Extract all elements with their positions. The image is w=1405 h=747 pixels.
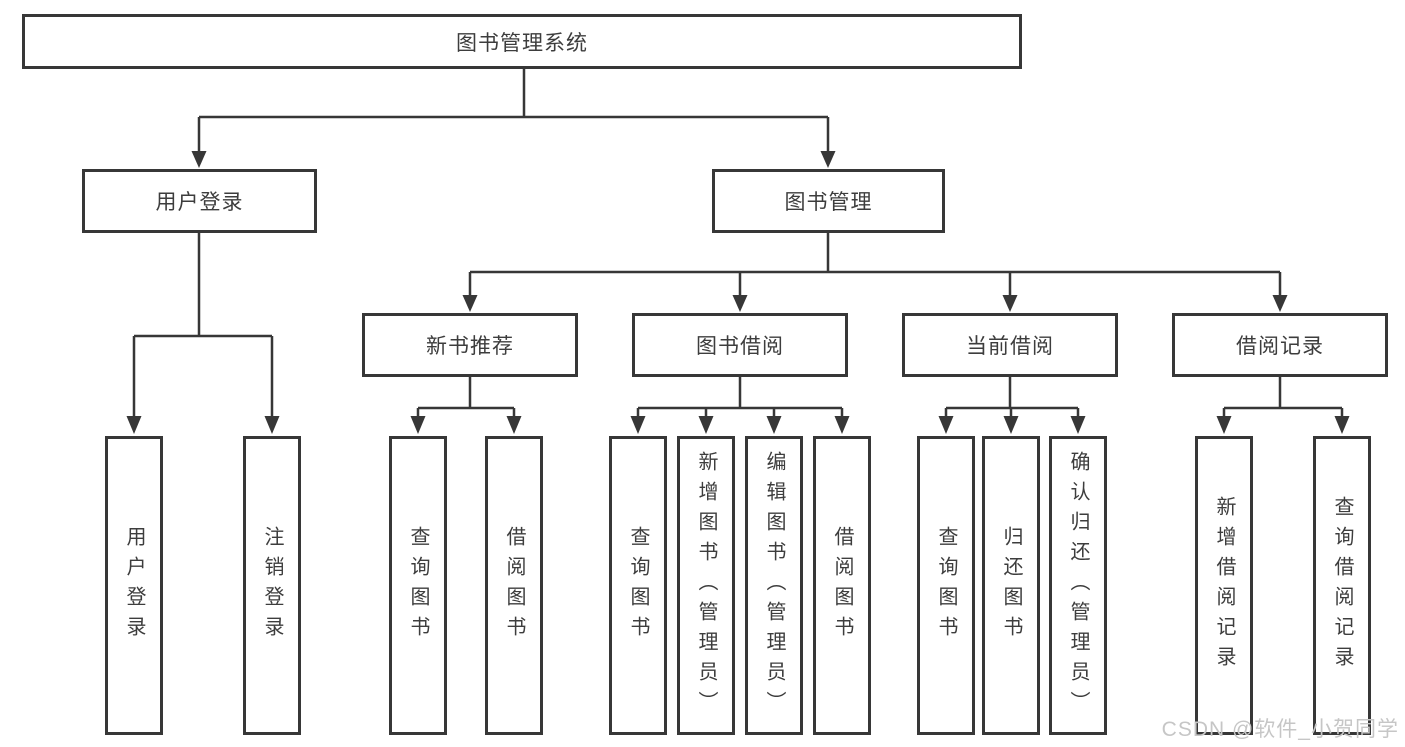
node-new-book-rec: 新书推荐 xyxy=(362,313,578,377)
leaf-bb-query-books-label: 查询图书 xyxy=(627,525,649,646)
node-user-login: 用户登录 xyxy=(82,169,317,233)
leaf-user-login-label: 用户登录 xyxy=(123,525,145,646)
leaf-nb-query-books: 查询图书 xyxy=(389,436,447,735)
node-root: 图书管理系统 xyxy=(22,14,1022,69)
leaf-nb-borrow-books-label: 借阅图书 xyxy=(503,525,525,646)
leaf-bb-borrow-books-label: 借阅图书 xyxy=(831,525,853,646)
leaf-logout-label: 注销登录 xyxy=(261,525,283,646)
leaf-br-add-record: 新增借阅记录 xyxy=(1195,436,1253,735)
node-root-label: 图书管理系统 xyxy=(456,31,588,55)
leaf-bb-add-books-admin-label: 新增图书（管理员） xyxy=(695,450,717,721)
node-book-mgmt-label: 图书管理 xyxy=(784,191,873,214)
leaf-bb-edit-books-admin-label: 编辑图书（管理员） xyxy=(763,450,785,721)
node-book-mgmt: 图书管理 xyxy=(712,169,945,233)
leaf-logout: 注销登录 xyxy=(243,436,301,735)
leaf-cb-query-books-label: 查询图书 xyxy=(935,525,957,646)
node-user-login-label: 用户登录 xyxy=(155,191,244,214)
node-book-borrow-label: 图书借阅 xyxy=(696,335,784,358)
node-book-borrow: 图书借阅 xyxy=(632,313,848,377)
leaf-br-query-record: 查询借阅记录 xyxy=(1313,436,1371,735)
leaf-cb-confirm-return-admin-label: 确认归还（管理员） xyxy=(1067,450,1089,721)
node-new-book-rec-label: 新书推荐 xyxy=(426,335,514,358)
watermark: CSDN @软件_小贺同学 xyxy=(1161,718,1399,741)
leaf-br-query-record-label: 查询借阅记录 xyxy=(1331,495,1353,676)
leaf-bb-borrow-books: 借阅图书 xyxy=(813,436,871,735)
leaf-br-add-record-label: 新增借阅记录 xyxy=(1213,495,1235,676)
leaf-nb-query-books-label: 查询图书 xyxy=(407,525,429,646)
leaf-cb-query-books: 查询图书 xyxy=(917,436,975,735)
node-current-borrow-label: 当前借阅 xyxy=(966,335,1054,358)
leaf-nb-borrow-books: 借阅图书 xyxy=(485,436,543,735)
leaf-bb-edit-books-admin: 编辑图书（管理员） xyxy=(745,436,803,735)
leaf-cb-confirm-return-admin: 确认归还（管理员） xyxy=(1049,436,1107,735)
node-current-borrow: 当前借阅 xyxy=(902,313,1118,377)
leaf-cb-return-books-label: 归还图书 xyxy=(1000,525,1022,646)
leaf-bb-query-books: 查询图书 xyxy=(609,436,667,735)
leaf-cb-return-books: 归还图书 xyxy=(982,436,1040,735)
leaf-user-login: 用户登录 xyxy=(105,436,163,735)
leaf-bb-add-books-admin: 新增图书（管理员） xyxy=(677,436,735,735)
node-borrow-records-label: 借阅记录 xyxy=(1236,335,1324,358)
node-borrow-records: 借阅记录 xyxy=(1172,313,1388,377)
